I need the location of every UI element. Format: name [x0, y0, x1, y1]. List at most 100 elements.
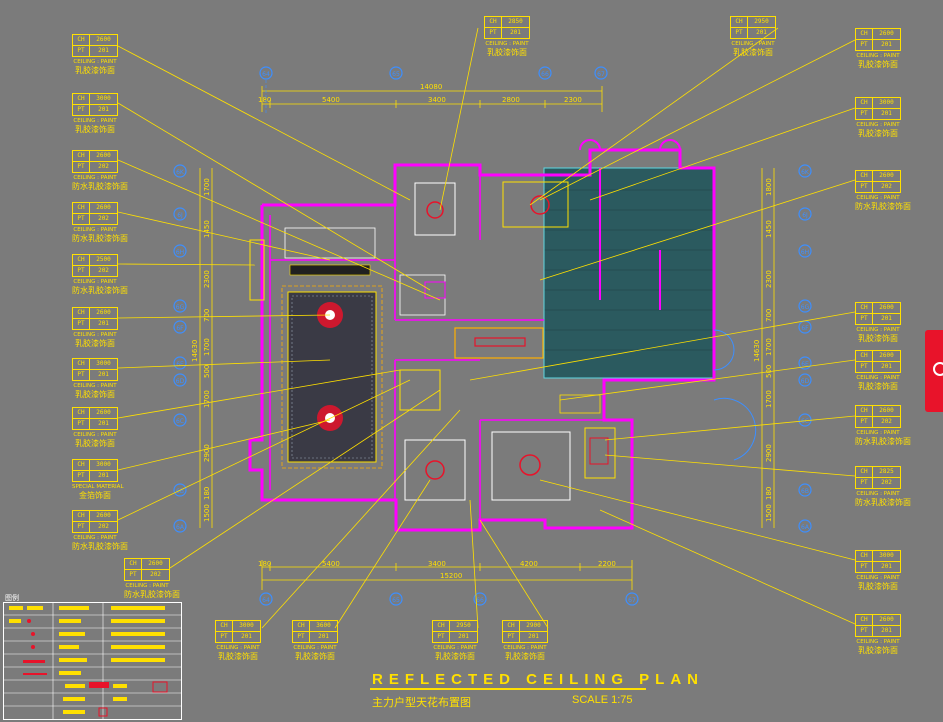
tag-ch-value: 2600 [879, 407, 894, 414]
tag-ch-key: CH [856, 467, 873, 477]
tag-pt-key: PT [856, 314, 873, 324]
tag-pt-value: 201 [98, 106, 109, 113]
grid-bubble: 6G [798, 299, 812, 313]
tag-pt-key: PT [73, 46, 90, 56]
tag-finish: 乳胶漆饰面 [218, 652, 258, 661]
top-total-dim: 14080 [420, 83, 442, 91]
tag-ch-value: 2600 [96, 409, 111, 416]
tag-pt-key: PT [73, 370, 90, 380]
tag-pt-key: PT [73, 419, 90, 429]
grid-bubble: 6C [798, 413, 812, 427]
drawing-scale: SCALE 1:75 [572, 694, 633, 706]
svg-text:6B: 6B [176, 488, 184, 495]
tag-material: CEILING : PAINT [731, 41, 775, 47]
svg-text:66: 66 [541, 71, 549, 78]
tag-finish: 乳胶漆饰面 [858, 60, 898, 69]
tag-ch-key: CH [73, 460, 90, 470]
left-dim-6: 500 [203, 365, 211, 378]
tag-pt-key: PT [73, 105, 90, 115]
bottom-dim-3: 3400 [428, 560, 446, 568]
svg-text:64: 64 [262, 71, 270, 78]
grid-bubble: 6A [798, 519, 812, 533]
tag-pt-value: 201 [98, 472, 109, 479]
exterior-walls [248, 148, 716, 532]
svg-text:6G: 6G [801, 304, 810, 311]
tag-material: CEILING : PAINT [856, 375, 900, 381]
grid-bubble: 6A [173, 519, 187, 533]
grid-bubble: 6F [798, 320, 812, 334]
tag-pt-key: PT [856, 40, 873, 50]
tag-pt-key: PT [73, 319, 90, 329]
svg-text:6F: 6F [801, 325, 809, 332]
grid-bubble: 6D [798, 373, 812, 387]
tag-material: CEILING : PAINT [293, 645, 337, 651]
tag-material: CEILING : PAINT [73, 59, 117, 65]
tag-ch-value: 2825 [879, 468, 894, 475]
bottom-dim-4: 4200 [520, 560, 538, 568]
grid-bubbles-right: 6K 6J 6H 6G 6F 6E 6D 6C 6B 6A [798, 164, 812, 533]
tag-ch-key: CH [503, 621, 520, 631]
tag-finish: 防水乳胶漆饰面 [855, 498, 911, 507]
legend-table [3, 602, 182, 720]
bedroom-ceiling [414, 182, 456, 236]
svg-text:6B: 6B [801, 488, 809, 495]
top-dimension-string [261, 86, 603, 112]
tag-pt-key: PT [856, 182, 873, 192]
tag-ch-key: CH [125, 559, 142, 569]
svg-text:6J: 6J [177, 212, 183, 219]
right-dim-2: 1450 [765, 220, 773, 238]
tag-ch-value: 3000 [879, 99, 894, 106]
tag-ch-key: CH [856, 171, 873, 181]
tag-finish: 防水乳胶漆饰面 [72, 234, 128, 243]
left-dim-7: 1700 [203, 390, 211, 408]
right-dim-7: 1700 [765, 390, 773, 408]
side-panel-tab[interactable] [925, 330, 943, 412]
tag-ch-key: CH [73, 308, 90, 318]
grid-bubble: 6G [173, 299, 187, 313]
tag-ch-key: CH [73, 94, 90, 104]
tag-pt-key: PT [856, 626, 873, 636]
tag-ch-value: 3000 [96, 360, 111, 367]
tag-ch-value: 3600 [316, 622, 331, 629]
grid-bubble: 6F [173, 320, 187, 334]
tag-pt-key: PT [73, 522, 90, 532]
svg-text:6D: 6D [176, 378, 185, 385]
tag-finish: 乳胶漆饰面 [75, 339, 115, 348]
tag-finish: 防水乳胶漆饰面 [72, 542, 128, 551]
tag-pt-key: PT [856, 562, 873, 572]
tag-material: CEILING : PAINT [485, 41, 529, 47]
tag-pt-value: 201 [756, 29, 767, 36]
svg-text:6C: 6C [801, 418, 809, 425]
tag-ch-value: 2600 [96, 152, 111, 159]
dimension-texts: 14080 180 5400 3400 2800 2300 180 5400 3… [258, 83, 616, 580]
drawing-subtitle: 主力户型天花布置图 [372, 696, 471, 709]
tag-pt-value: 201 [510, 29, 521, 36]
tag-pt-key: PT [433, 632, 450, 642]
tag-ch-value: 2600 [879, 304, 894, 311]
grid-bubble: 64 [259, 592, 273, 606]
tag-ch-key: CH [73, 35, 90, 45]
tag-pt-value: 201 [458, 633, 469, 640]
tag-ch-key: CH [856, 406, 873, 416]
tag-pt-value: 201 [881, 563, 892, 570]
tag-pt-value: 202 [98, 523, 109, 530]
tag-pt-value: 202 [881, 479, 892, 486]
tag-material: CEILING : PAINT [856, 195, 900, 201]
tag-pt-value: 201 [881, 41, 892, 48]
tag-pt-value: 202 [881, 183, 892, 190]
ceiling-light-icon [530, 195, 550, 215]
tag-finish: 乳胶漆饰面 [75, 125, 115, 134]
grid-bubble: 6C [173, 413, 187, 427]
